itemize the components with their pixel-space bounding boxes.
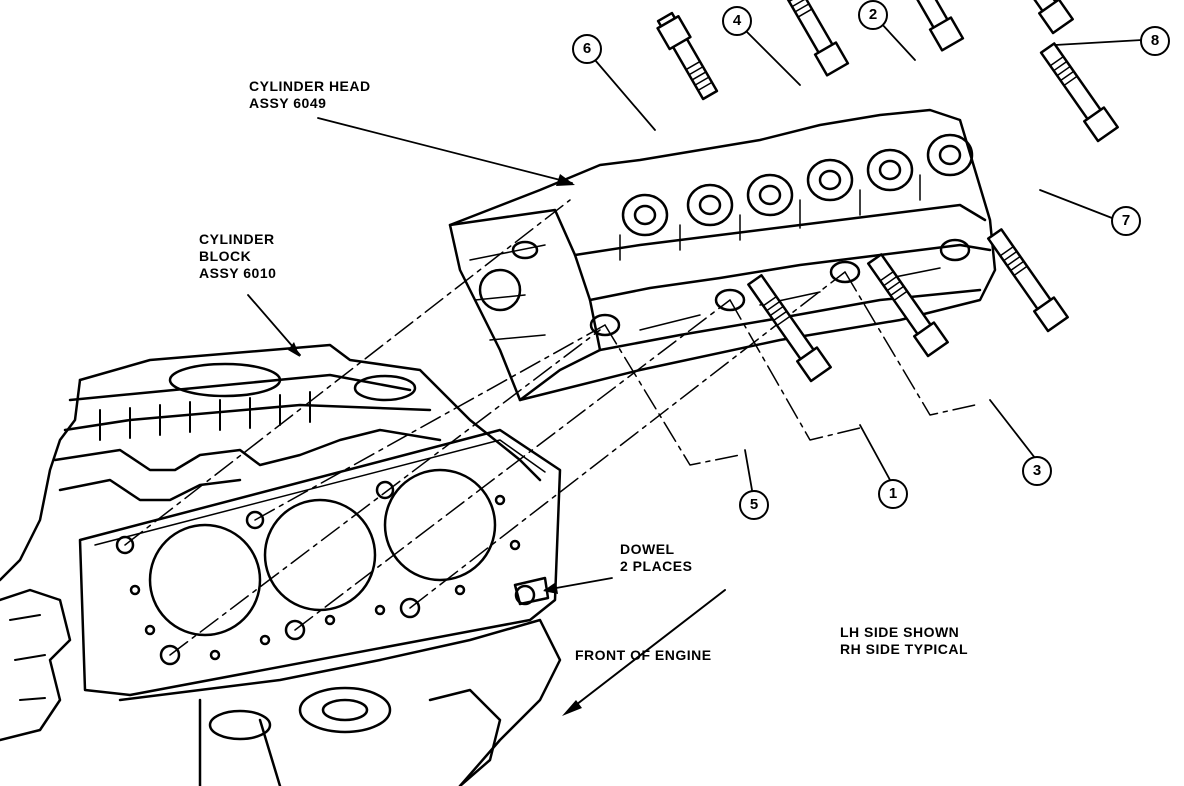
cylinder-head-label-line2: ASSY 6049 (249, 95, 327, 111)
cylinder-block-label: CYLINDER BLOCK ASSY 6010 (199, 231, 276, 282)
cylinder-block-drawing (0, 343, 562, 786)
cylinder-head-drawing (448, 108, 997, 402)
bolt-callout-7: 7 (1111, 206, 1141, 236)
head-bolts (656, 0, 1119, 383)
cylinder-block-label-line1: CYLINDER (199, 231, 275, 247)
head-leader-arrowhead (556, 174, 575, 186)
dowel-label-line1: DOWEL (620, 541, 675, 557)
cylinder-block-label-line2: BLOCK (199, 248, 252, 264)
front-of-engine-label: FRONT OF ENGINE (575, 647, 712, 663)
bolt-callout-6: 6 (572, 34, 602, 64)
bolt-callout-5: 5 (739, 490, 769, 520)
cylinder-block-label-line3: ASSY 6010 (199, 265, 277, 281)
dowel-leader-arrowhead (543, 582, 558, 594)
bolt-callout-1: 1 (878, 479, 908, 509)
side-note-line2: RH SIDE TYPICAL (840, 641, 969, 657)
bolt-callout-2: 2 (858, 0, 888, 30)
alignment-lines (124, 199, 976, 656)
head-gasket-drawing (78, 428, 562, 697)
side-note-line1: LH SIDE SHOWN (840, 624, 960, 640)
cylinder-head-label-line1: CYLINDER HEAD (249, 78, 371, 94)
dowel-label: DOWEL 2 PLACES (620, 541, 692, 575)
cylinder-head-label: CYLINDER HEAD ASSY 6049 (249, 78, 371, 112)
bolt-callout-3: 3 (1022, 456, 1052, 486)
block-leader-arrowhead (288, 342, 300, 357)
side-note-label: LH SIDE SHOWN RH SIDE TYPICAL (840, 624, 968, 658)
dowel-label-line2: 2 PLACES (620, 558, 693, 574)
leader-lines (247, 21, 1143, 591)
bolt-callout-8: 8 (1140, 26, 1170, 56)
bolt-callout-4: 4 (722, 6, 752, 36)
front-direction-arrow (562, 589, 726, 716)
